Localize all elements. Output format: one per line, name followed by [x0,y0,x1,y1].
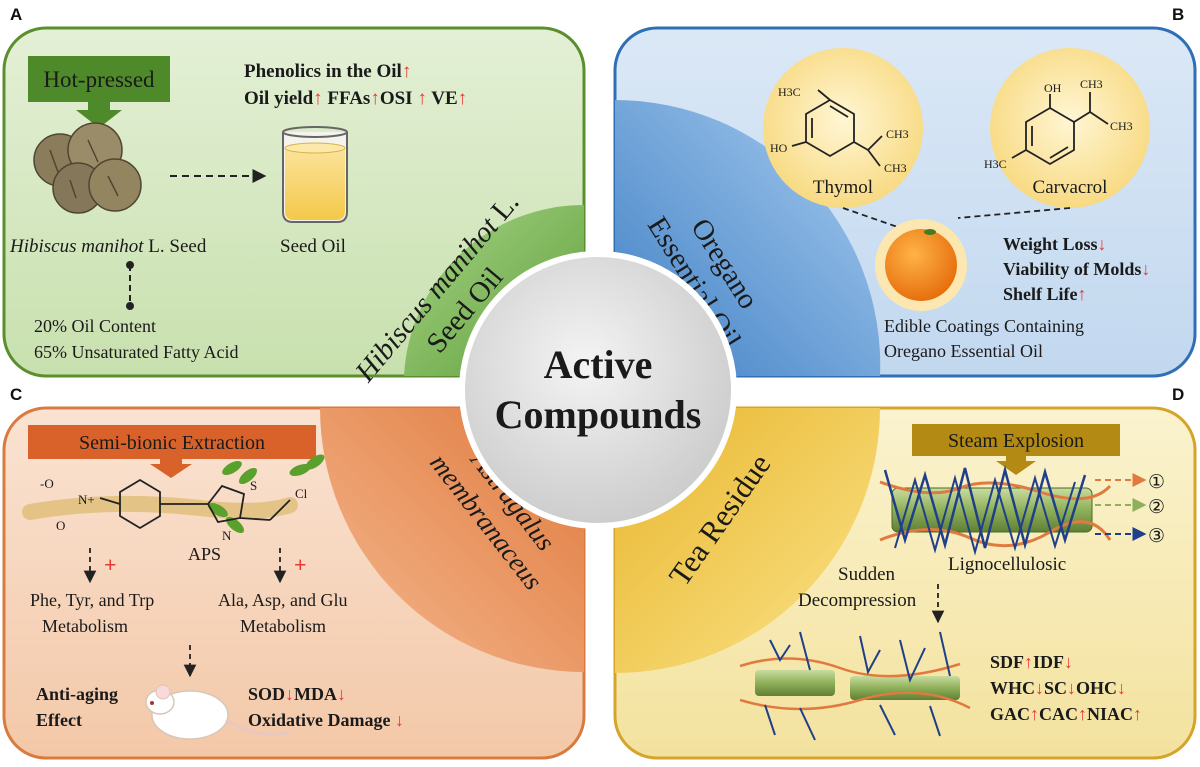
plus-left: + [104,552,117,577]
center-title-line2: Compounds [495,392,702,437]
lignocellulose-bundle [879,465,1112,556]
marker-2: ② [1148,497,1165,518]
oil-content-text: 20% Oil Content [34,316,156,336]
carvacrol-h3c: H3C [984,157,1007,171]
steam-explosion-label: Steam Explosion [948,430,1084,452]
semi-bionic-arrow [150,459,192,478]
plus-right: + [294,552,307,577]
coating-caption-2: Oregano Essential Oil [884,341,1043,361]
carvacrol-label: Carvacrol [1033,177,1108,198]
shelf-life-text: Shelf Life↑ [1003,284,1087,304]
metab2-line1: Ala, Asp, and Glu [218,590,348,610]
mouse-icon [145,684,291,740]
decompression-label: Decompression [798,590,917,611]
mold-viability-text: Viability of Molds↓ [1003,259,1150,279]
gac-cac-niac-text: GAC↑CAC↑NIAC↑ [990,704,1142,724]
carvacrol-ch3-b: CH3 [1110,119,1133,133]
semi-bionic-box [28,425,316,459]
oil-yield-text: Oil yield↑ FFAs↑OSI ↑ VE↑ [244,88,467,109]
metab1-line2: Metabolism [42,616,128,636]
hot-pressed-arrow [76,102,122,128]
thymol-ch3-b: CH3 [884,161,907,175]
steam-explosion-box [912,424,1120,456]
hot-pressed-box [28,56,170,102]
hot-pressed-label: Hot-pressed [43,67,155,92]
seed-label: Hibiscus manihot L. Seed [9,236,207,257]
chem-cl: Cl [295,486,308,501]
thymol-bubble [763,48,923,208]
anti-aging-line2: Effect [36,710,82,730]
steam-explosion-arrow [996,456,1036,475]
sdf-idf-text: SDF↑IDF↓ [990,652,1073,672]
thymol-label: Thymol [813,177,873,198]
semi-bionic-label: Semi-bionic Extraction [79,432,265,454]
chem-n-plus: N+ [78,492,95,507]
marker-1: ① [1148,472,1165,493]
anti-aging-line1: Anti-aging [36,684,118,704]
weight-loss-text: Weight Loss↓ [1003,234,1107,254]
carvacrol-bubble [990,48,1150,208]
whc-sc-ohc-text: WHC↓SC↓OHC↓ [990,678,1126,698]
unsaturated-text: 65% Unsaturated Fatty Acid [34,342,238,362]
thymol-ho: HO [770,141,788,155]
leaves-illustration [208,454,325,534]
coating-caption-1: Edible Coatings Containing [884,316,1084,336]
chem-s: S [250,478,257,493]
chem-n: N [222,528,232,543]
center-circle [459,251,737,529]
exploded-fibers [739,631,971,741]
beaker-icon [282,126,348,223]
chem-o-minus: -O [40,476,54,491]
carvacrol-ch3-a: CH3 [1080,77,1103,91]
thymol-ch3-a: CH3 [886,127,909,141]
panel-label-a: A [10,5,22,24]
aps-structure [99,478,291,530]
seeds-illustration [33,122,142,214]
lignocellulosic-label: Lignocellulosic [948,554,1066,575]
aps-label: APS [188,544,221,564]
carvacrol-link [957,207,1071,219]
carvacrol-oh: OH [1044,81,1062,95]
center-title-line1: Active [544,342,653,387]
sod-mda-text: SOD↓MDA↓ [248,684,346,704]
panel-label-b: B [1172,5,1184,24]
root-illustration [22,495,298,520]
connector-dot-bottom [126,302,134,310]
chem-o: O [56,518,65,533]
thymol-h3c: H3C [778,85,801,99]
oxidative-text: Oxidative Damage ↓ [248,710,404,730]
orange-icon [875,219,967,311]
sudden-label: Sudden [838,564,896,585]
carvacrol-structure [1011,92,1109,166]
marker-3: ③ [1148,526,1165,547]
metab2-line2: Metabolism [240,616,326,636]
thymol-structure [791,89,883,167]
panel-label-c: C [10,385,22,404]
phenolics-text: Phenolics in the Oil↑ [244,61,411,82]
metab1-line1: Phe, Tyr, and Trp [30,590,154,610]
panel-label-d: D [1172,385,1184,404]
seed-oil-label: Seed Oil [280,236,346,257]
